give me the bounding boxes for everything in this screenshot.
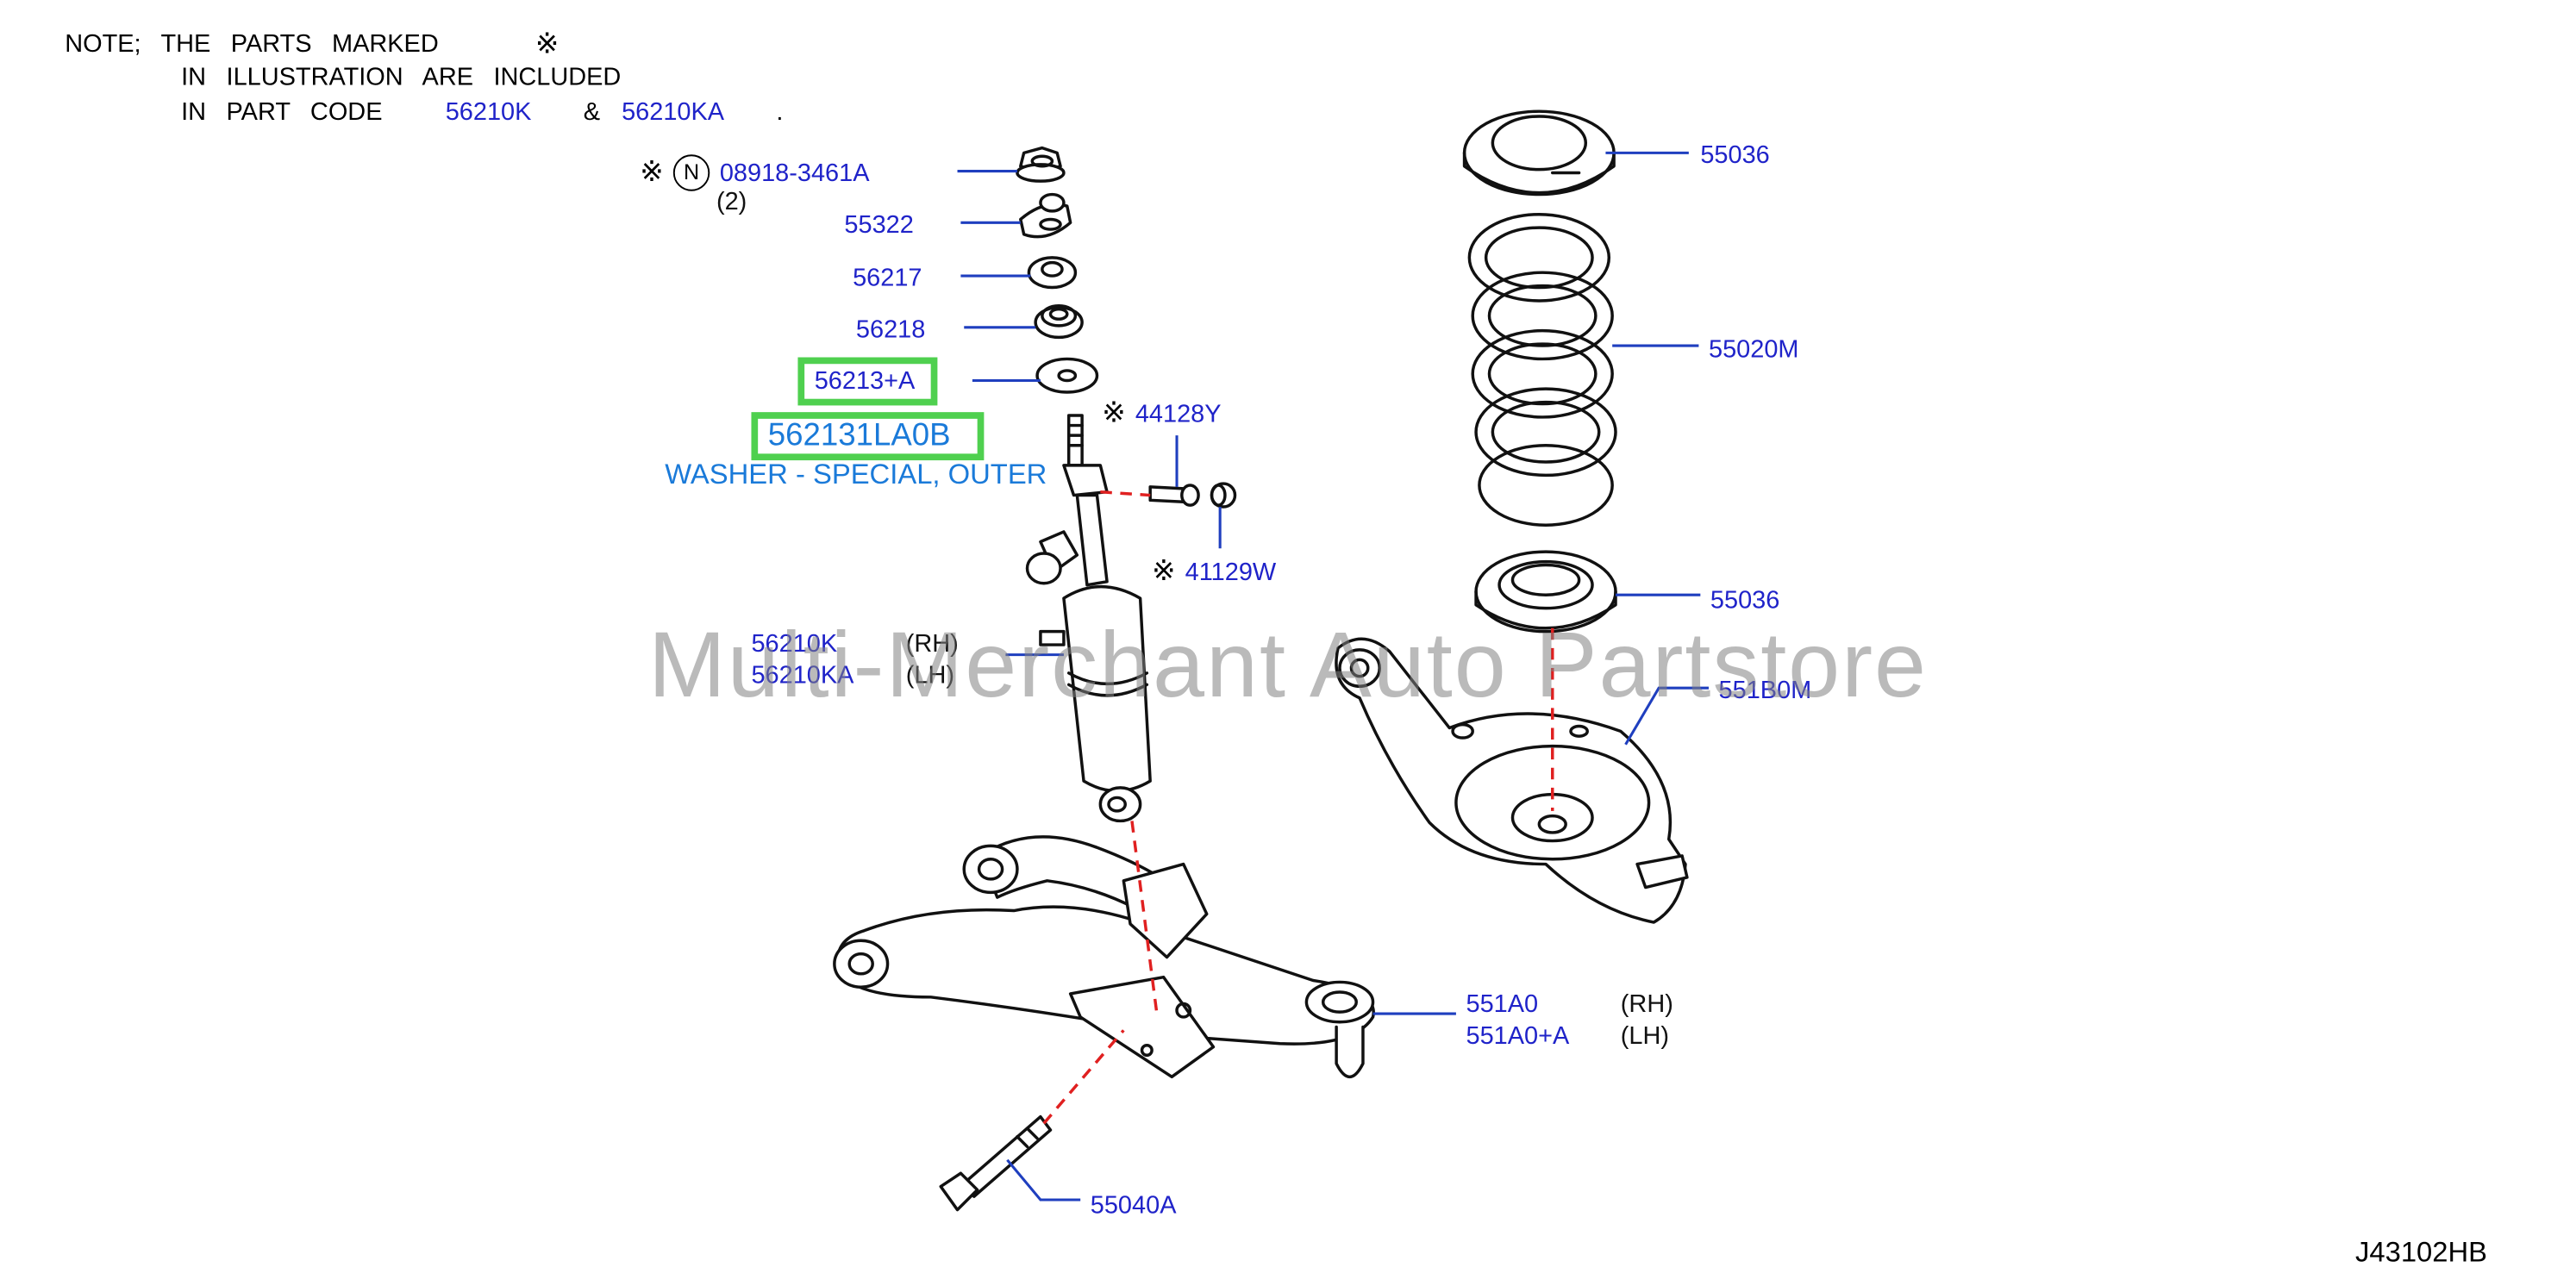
part-551A0-link[interactable]: 551A0 <box>1466 990 1539 1019</box>
note-line-3: IN PART CODE <box>181 97 383 127</box>
selected-part-highlight-box <box>751 412 985 461</box>
nut-marker: ※ <box>640 156 664 188</box>
part-56213A-link[interactable]: 56213+A <box>814 367 916 396</box>
bolt-upper-marker: ※ <box>1102 396 1126 429</box>
upper-bushing-drawing <box>1027 256 1078 290</box>
part-56210KA-link[interactable]: 56210KA <box>751 661 854 690</box>
selected-part-description: WASHER - SPECIAL, OUTER <box>665 459 1047 490</box>
upper-spring-seat-drawing <box>1462 109 1616 197</box>
watermark: Multi-Merchant Auto Partstore <box>647 611 1928 716</box>
part-55036-upper-link[interactable]: 55036 <box>1700 140 1770 170</box>
lower-bushing-drawing <box>1034 304 1084 340</box>
arm-lh-qualifier: (LH) <box>1620 1021 1670 1051</box>
note-marker: ※ <box>535 28 560 60</box>
part-56218-link[interactable]: 56218 <box>855 315 926 345</box>
nut-drawing <box>1016 146 1066 183</box>
shock-lh-qualifier: (LH) <box>905 661 955 690</box>
side-bolt-drawing <box>1148 482 1237 509</box>
part-551A0A-link[interactable]: 551A0+A <box>1466 1021 1570 1051</box>
alignment-lines <box>1042 490 1554 1125</box>
nut-quantity: (2) <box>716 187 747 216</box>
part-55020M-link[interactable]: 55020M <box>1708 335 1799 365</box>
part-55322-link[interactable]: 55322 <box>844 210 914 240</box>
shock-absorber-drawing <box>1025 414 1152 823</box>
note-ampersand: & <box>583 97 601 127</box>
shock-rh-qualifier: (RH) <box>905 629 959 659</box>
part-56217-link[interactable]: 56217 <box>853 264 922 293</box>
leader-lines <box>957 151 1709 1202</box>
note-code-rh-link[interactable]: 56210K <box>445 97 532 127</box>
arm-rh-qualifier: (RH) <box>1620 990 1673 1019</box>
bolt-cap-marker: ※ <box>1152 554 1176 587</box>
selected-part-number[interactable]: 562131LA0B <box>767 418 951 454</box>
washer-highlight-box <box>797 357 938 406</box>
upper-mount-drawing <box>1019 192 1072 239</box>
lower-spring-seat-drawing <box>1474 550 1617 634</box>
part-41129W-link[interactable]: 41129W <box>1185 558 1277 587</box>
note-line-2: IN ILLUSTRATION ARE INCLUDED <box>181 63 622 92</box>
note-code-lh-link[interactable]: 56210KA <box>622 97 725 127</box>
rear-lower-arm-drawing <box>1335 637 1689 924</box>
part-551B0M-link[interactable]: 551B0M <box>1718 676 1812 705</box>
n-circle-icon: N <box>672 154 710 191</box>
coil-spring-drawing <box>1467 212 1617 527</box>
part-44128Y-link[interactable]: 44128Y <box>1135 400 1222 429</box>
part-08918-3461A-link[interactable]: 08918-3461A <box>719 159 870 188</box>
note-line-1: NOTE; THE PARTS MARKED <box>65 29 439 59</box>
part-56210K-link[interactable]: 56210K <box>751 629 838 659</box>
front-lower-arm-drawing <box>833 835 1375 1079</box>
part-55036-lower-link[interactable]: 55036 <box>1710 586 1780 615</box>
note-period: . <box>776 97 784 127</box>
diagram-code: J43102HB <box>2354 1236 2488 1269</box>
lower-bolt-drawing <box>939 1114 1053 1212</box>
washer-drawing <box>1035 357 1099 394</box>
part-55040A-link[interactable]: 55040A <box>1090 1191 1177 1220</box>
